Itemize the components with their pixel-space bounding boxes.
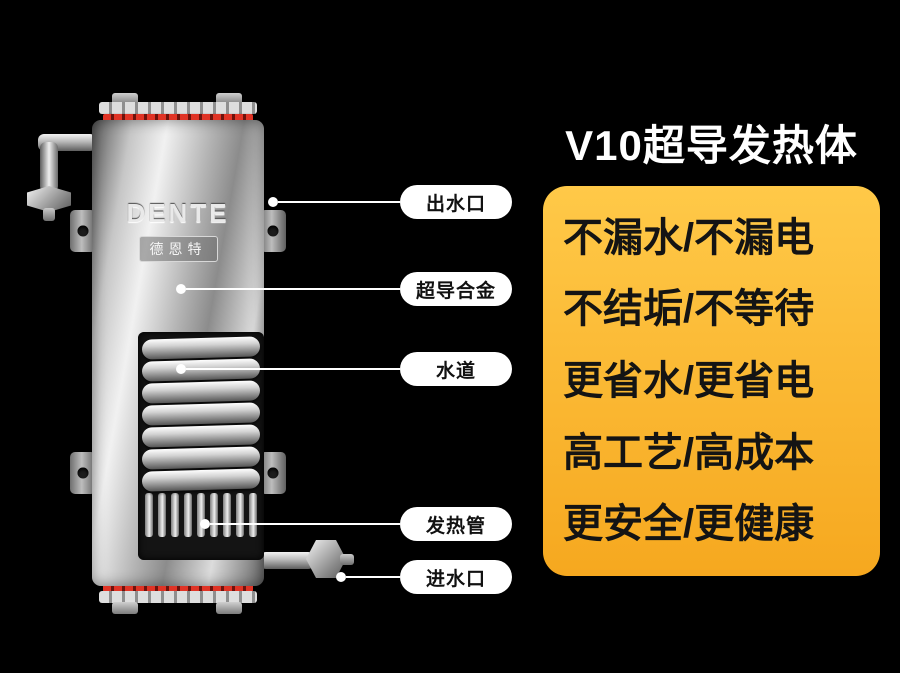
mounting-ear-right-bottom [260,452,286,494]
fin [184,493,192,537]
callout-water-inlet: 进水口 [336,560,512,594]
mounting-ear-right-top [260,210,286,252]
callout-dot [336,572,346,582]
callout-superconducting-alloy: 超导合金 [176,272,512,306]
callout-label-pill: 水道 [400,352,512,386]
feature-line: 不漏水/不漏电 [563,215,815,260]
callout-heating-tube: 发热管 [200,507,512,541]
inlet-pipe-horizontal [260,552,314,569]
callout-dot [176,364,186,374]
brand-name-cn-wrap: 德恩特 [92,236,264,262]
fin [210,493,218,537]
fin [197,493,205,537]
callout-dot [176,284,186,294]
heating-coil [141,402,261,426]
brand-logo: DENTE [126,198,230,228]
callout-label-pill: 进水口 [400,560,512,594]
fin [223,493,231,537]
heating-coil [141,424,261,448]
heating-coil [141,468,261,492]
callout-line [186,368,400,370]
callout-label: 出水口 [425,193,486,215]
fin [145,493,153,537]
callout-label: 发热管 [425,515,486,537]
fin [249,493,257,537]
outlet-pipe-tip [43,208,55,221]
product-title: V10超导发热体 [565,122,858,169]
callout-water-outlet: 出水口 [268,185,512,219]
brand-name-cn: 德恩特 [138,236,218,262]
callout-label-pill: 出水口 [400,185,512,219]
heating-coil [141,446,261,470]
screw-hole [267,225,279,237]
outlet-pipe-vertical [40,142,58,192]
callout-line [346,576,400,578]
mounting-ear-left-bottom [70,452,96,494]
callout-dot [200,519,210,529]
feature-line: 更省水/更省电 [563,358,815,403]
screw-hole [77,467,89,479]
feature-line: 不结垢/不等待 [563,287,815,332]
feature-line: 更安全/更健康 [563,502,815,547]
screw-hole [77,225,89,237]
feature-panel: 不漏水/不漏电 不结垢/不等待 更省水/更省电 高工艺/高成本 更安全/更健康 [543,186,880,576]
bottom-tab [216,602,242,614]
screw-hole [267,467,279,479]
fin [158,493,166,537]
inlet-pipe-tip [340,554,354,565]
callout-label: 进水口 [425,568,486,590]
callout-label-pill: 超导合金 [400,272,512,306]
callout-dot [268,197,278,207]
callout-line [186,288,400,290]
callout-line [210,523,400,525]
fin-row [141,493,261,537]
callout-water-channel: 水道 [176,352,512,386]
callout-label: 水道 [435,360,476,382]
mounting-ear-left-top [70,210,96,252]
device-illustration: DENTE 德恩特 [0,0,420,673]
callout-label-pill: 发热管 [400,507,512,541]
fin [236,493,244,537]
callout-line [278,201,400,203]
fin [171,493,179,537]
bottom-tab [112,602,138,614]
top-cap [99,102,257,114]
bottom-cap [99,591,257,603]
callout-label: 超导合金 [415,280,496,302]
feature-line: 高工艺/高成本 [563,430,815,475]
